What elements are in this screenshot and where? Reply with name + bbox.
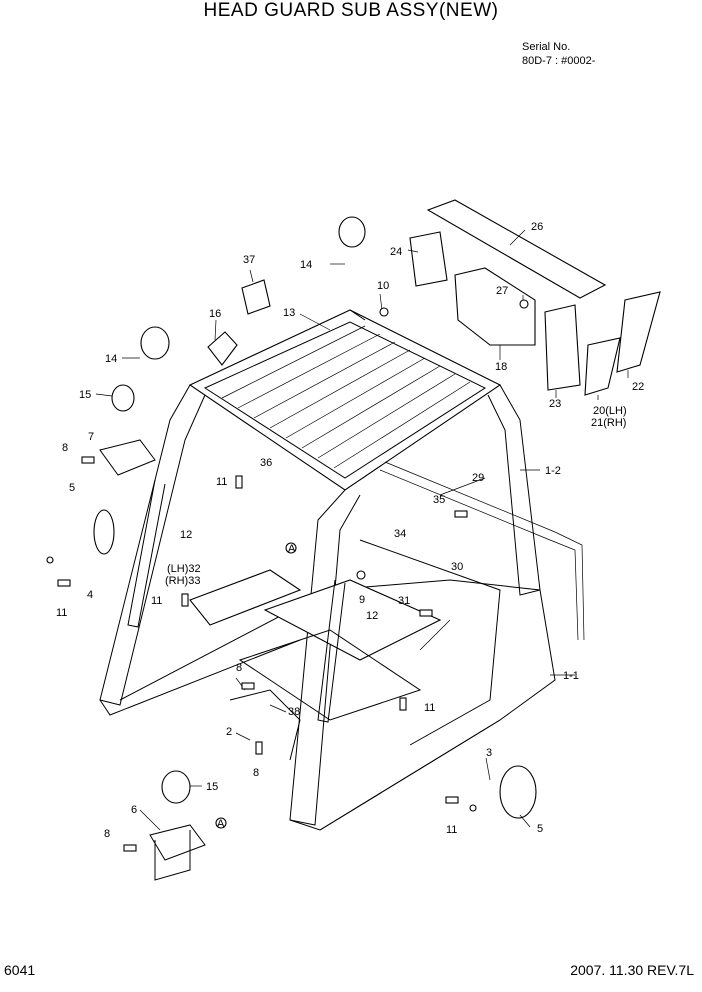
callout-a-2: A — [217, 818, 225, 830]
fasteners — [46, 307, 477, 852]
callout-24: 24 — [390, 246, 402, 258]
callout-22: 22 — [632, 381, 644, 393]
page-number: 6041 — [4, 962, 36, 978]
callout-labels: 26 24 27 18 23 22 20(LH) 21(RH) 14 10 37… — [56, 221, 644, 840]
callout-11-e: 11 — [446, 824, 457, 836]
callout-11-c: 11 — [56, 607, 67, 619]
callout-12-b: 12 — [366, 610, 378, 622]
callout-8-b: 8 — [236, 662, 242, 674]
callout-11-b: 11 — [151, 595, 162, 607]
callout-3: 3 — [486, 747, 492, 759]
callout-33-rh: (RH)33 — [165, 575, 200, 587]
callout-34: 34 — [394, 528, 406, 540]
roof-panels — [409, 199, 661, 396]
callout-8-c: 8 — [253, 767, 259, 779]
callout-35: 35 — [433, 494, 445, 506]
callout-16: 16 — [209, 308, 221, 320]
roof-grid — [188, 309, 502, 491]
callout-5-a: 5 — [69, 482, 75, 494]
callout-21-rh: 21(RH) — [591, 417, 626, 429]
callout-8-a: 8 — [62, 442, 68, 454]
callout-9: 9 — [359, 594, 365, 606]
callout-13: 13 — [283, 307, 295, 319]
floor-plates — [189, 569, 442, 721]
callout-15-top: 15 — [79, 389, 91, 401]
callout-12-a: 12 — [180, 529, 192, 541]
mirrors-brackets — [93, 439, 537, 881]
callout-5-b: 5 — [537, 823, 543, 835]
serial-label: Serial No. — [522, 41, 571, 53]
callout-37: 37 — [243, 254, 255, 266]
callout-30: 30 — [451, 561, 463, 573]
lamps — [111, 216, 366, 804]
callout-11-d: 11 — [424, 702, 435, 714]
callout-32-lh: (LH)32 — [167, 563, 201, 575]
callout-14-top: 14 — [300, 259, 312, 271]
callout-18: 18 — [495, 361, 507, 373]
leader-lines — [95, 229, 629, 831]
callout-38: 38 — [288, 706, 300, 718]
callout-1-2: 1-2 — [545, 465, 561, 477]
callout-26: 26 — [531, 221, 543, 233]
callout-2: 2 — [226, 726, 232, 738]
callout-36: 36 — [260, 457, 272, 469]
callout-8-d: 8 — [104, 828, 110, 840]
callout-11-a: 11 — [216, 476, 227, 488]
callout-29: 29 — [472, 472, 484, 484]
callout-23: 23 — [549, 398, 561, 410]
callout-7: 7 — [88, 431, 94, 443]
callout-31: 31 — [398, 595, 410, 607]
callout-15-bottom: 15 — [206, 781, 218, 793]
callout-6: 6 — [131, 804, 137, 816]
serial-range: 80D-7 : #0002- — [522, 55, 596, 67]
handle-bars — [127, 479, 346, 723]
serial-info: Serial No. 80D-7 : #0002- — [522, 40, 595, 68]
callout-1-1: 1-1 — [563, 670, 579, 682]
callout-10: 10 — [377, 280, 389, 292]
page-title: HEAD GUARD SUB ASSY(NEW) — [203, 0, 499, 21]
callout-20-lh: 20(LH) — [593, 405, 627, 417]
callout-a-1: A — [288, 543, 296, 555]
callout-4: 4 — [87, 589, 93, 601]
callout-14-left: 14 — [105, 353, 117, 365]
revision-date: 2007. 11.30 REV.7L — [570, 962, 694, 978]
callout-27: 27 — [496, 285, 508, 297]
